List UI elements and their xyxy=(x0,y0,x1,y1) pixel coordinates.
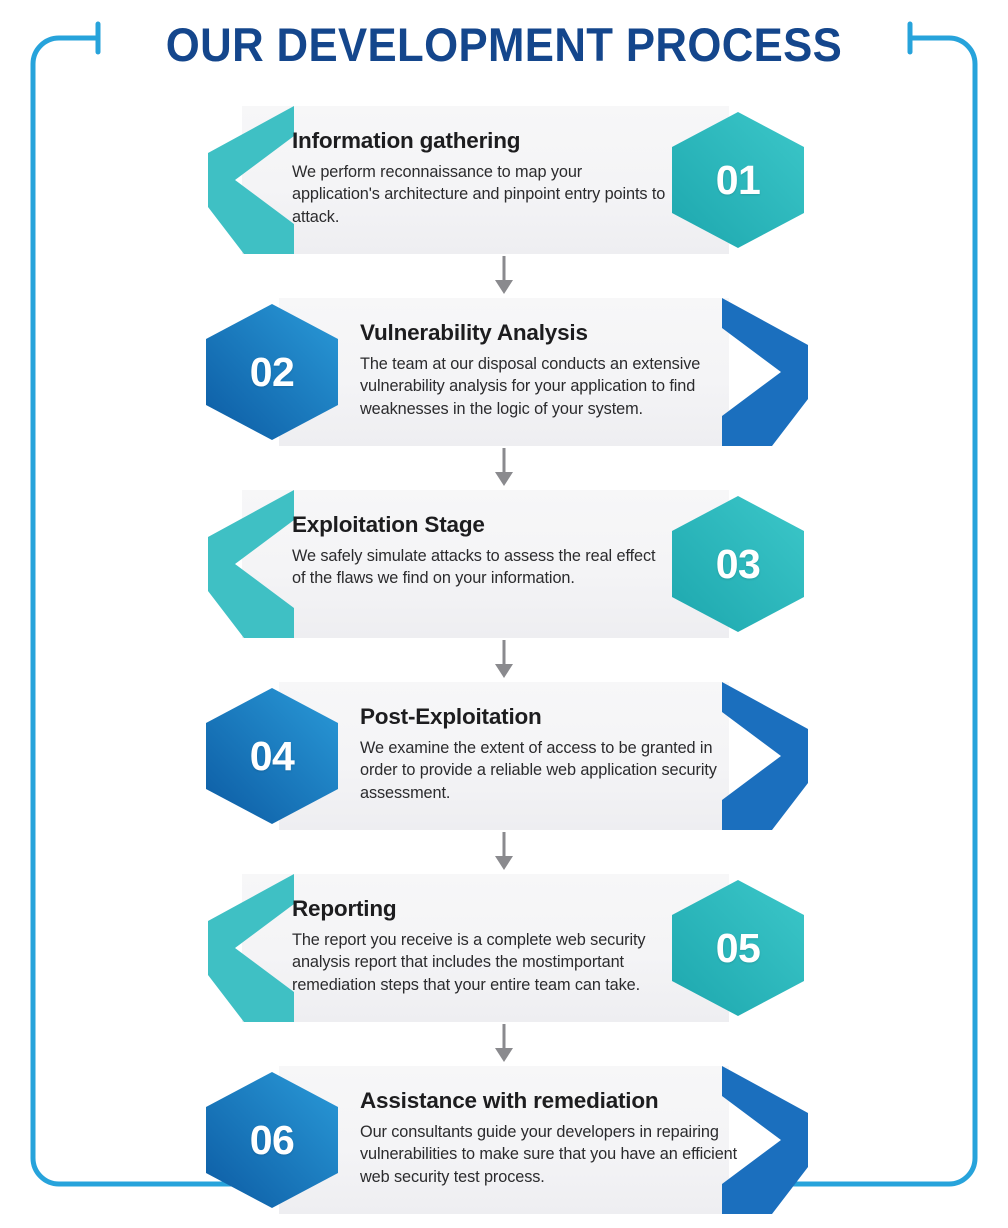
step-description: The team at our disposal conducts an ext… xyxy=(360,354,701,418)
step-text-block: Information gathering We perform reconna… xyxy=(292,128,672,228)
step-text-block: Assistance with remediation Our consulta… xyxy=(360,1088,750,1188)
process-step-01[interactable]: 01 Information gathering We perform reco… xyxy=(0,106,1008,254)
step-title: Exploitation Stage xyxy=(292,512,485,537)
step-description: We perform reconnaissance to map your ap… xyxy=(292,162,666,226)
hexagon-shape xyxy=(672,496,804,632)
step-text-block: Exploitation Stage We safely simulate at… xyxy=(292,512,672,590)
chevron-shape xyxy=(208,874,294,1022)
step-description: We examine the extent of access to be gr… xyxy=(360,738,717,802)
process-step-05[interactable]: 05 Reporting The report you receive is a… xyxy=(0,874,1008,1022)
down-arrow-icon xyxy=(495,1024,513,1062)
chevron-shape xyxy=(722,682,808,830)
chevron-shape xyxy=(722,1066,808,1214)
step-description: The report you receive is a complete web… xyxy=(292,930,646,994)
hexagon-shape xyxy=(206,304,338,440)
step-number-badge: 03 xyxy=(668,494,808,634)
process-steps-list: 01 Information gathering We perform reco… xyxy=(0,106,1008,1214)
step-card-background xyxy=(279,1066,729,1214)
down-arrow-icon xyxy=(495,448,513,486)
hexagon-shape xyxy=(672,112,804,248)
step-chevron-left xyxy=(208,874,294,1022)
step-number-badge: 06 xyxy=(202,1070,342,1210)
hexagon-shape xyxy=(206,688,338,824)
step-title: Information gathering xyxy=(292,128,521,153)
down-arrow-icon xyxy=(495,832,513,870)
process-step-03[interactable]: 03 Exploitation Stage We safely simulate… xyxy=(0,490,1008,638)
step-card-background xyxy=(279,298,729,446)
step-title: Reporting xyxy=(292,896,397,921)
step-connector-arrow xyxy=(0,446,1008,490)
process-step-04[interactable]: 04 Post-Exploitation We examine the exte… xyxy=(0,682,1008,830)
process-step-06[interactable]: 06 Assistance with remediation Our consu… xyxy=(0,1066,1008,1214)
step-number-badge: 04 xyxy=(202,686,342,826)
step-description: Our consultants guide your developers in… xyxy=(360,1122,738,1186)
step-card-background xyxy=(279,682,729,830)
step-number-badge: 02 xyxy=(202,302,342,442)
down-arrow-icon xyxy=(495,256,513,294)
hexagon-shape xyxy=(206,1072,338,1208)
step-connector-arrow xyxy=(0,830,1008,874)
step-card-background xyxy=(242,874,729,1022)
step-text-block: Vulnerability Analysis The team at our d… xyxy=(360,320,750,420)
step-title: Vulnerability Analysis xyxy=(360,320,588,345)
hexagon-shape xyxy=(672,880,804,1016)
page-title: OUR DEVELOPMENT PROCESS xyxy=(165,18,843,71)
step-card-background xyxy=(242,106,729,254)
step-number-badge: 05 xyxy=(668,878,808,1018)
step-description: We safely simulate attacks to assess the… xyxy=(292,546,656,588)
chevron-shape xyxy=(722,298,808,446)
process-step-02[interactable]: 02 Vulnerability Analysis The team at ou… xyxy=(0,298,1008,446)
step-chevron-right xyxy=(722,298,808,446)
step-chevron-left xyxy=(208,490,294,638)
down-arrow-icon xyxy=(495,640,513,678)
step-connector-arrow xyxy=(0,254,1008,298)
chevron-shape xyxy=(208,106,294,254)
step-connector-arrow xyxy=(0,638,1008,682)
step-card-background xyxy=(242,490,729,638)
step-chevron-right xyxy=(722,1066,808,1214)
step-text-block: Reporting The report you receive is a co… xyxy=(292,896,672,996)
step-chevron-right xyxy=(722,682,808,830)
chevron-shape xyxy=(208,490,294,638)
step-title: Assistance with remediation xyxy=(360,1088,659,1113)
step-number-badge: 01 xyxy=(668,110,808,250)
step-title: Post-Exploitation xyxy=(360,704,542,729)
step-chevron-left xyxy=(208,106,294,254)
step-text-block: Post-Exploitation We examine the extent … xyxy=(360,704,750,804)
step-connector-arrow xyxy=(0,1022,1008,1066)
